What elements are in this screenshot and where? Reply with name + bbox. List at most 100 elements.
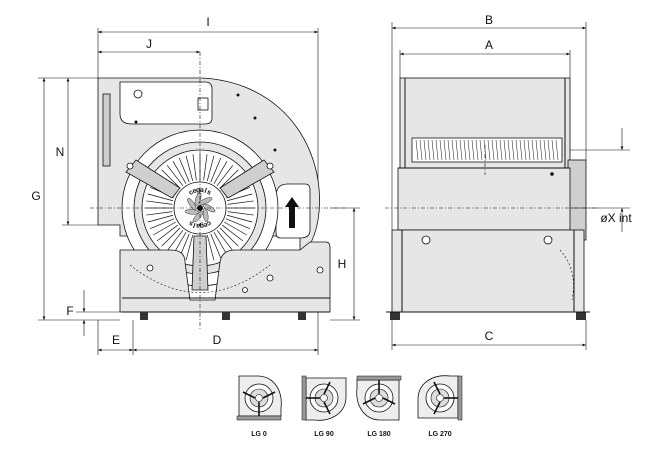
blade (419, 139, 423, 161)
blade (487, 139, 491, 161)
blade (415, 139, 419, 161)
motor-fin (156, 224, 178, 242)
motor-fin (166, 230, 184, 252)
blade (435, 139, 439, 161)
blade (507, 139, 511, 161)
motor-fin (161, 227, 181, 247)
orientation-labels: LG 0 LG 90 LG 180 LG 270 (251, 431, 452, 438)
blade (471, 139, 475, 161)
dim-label-G: G (31, 189, 40, 203)
blade (555, 139, 559, 161)
icon-hub (255, 394, 263, 402)
icon-arm (242, 391, 256, 399)
base-side (391, 229, 585, 313)
motor-fin (226, 193, 253, 202)
motor-fin (146, 200, 173, 205)
blade (499, 139, 503, 161)
arm-bolt (266, 162, 274, 170)
motor-fin (147, 214, 174, 223)
icon-arm (262, 391, 276, 399)
motor-fin (172, 161, 187, 184)
motor-brand-letter: l (193, 221, 197, 228)
motor-fin (222, 224, 244, 242)
motor-fin (224, 221, 247, 236)
impeller-strip (411, 137, 563, 163)
side-slot (102, 93, 111, 167)
mounting-plate (119, 81, 213, 125)
motor-band (397, 167, 571, 231)
blade (447, 139, 451, 161)
motor-fin (227, 211, 254, 216)
orientation-icons (236, 375, 463, 421)
rotation-arrow-icon (285, 197, 299, 228)
blade (455, 139, 459, 161)
motor-brand-letter: s (188, 219, 195, 227)
motor-fin (206, 155, 215, 182)
motor-fin (166, 164, 184, 186)
icon-arm (433, 401, 441, 415)
blade (439, 139, 443, 161)
orientation-icon (417, 375, 463, 421)
icon-arm (323, 381, 331, 395)
blade (479, 139, 483, 161)
blade (467, 139, 471, 161)
dim-label-B: B (485, 13, 493, 27)
orientation-icon (236, 375, 282, 421)
hub-blade (198, 197, 213, 205)
fixing-hole (133, 89, 143, 99)
hub-blade (184, 209, 200, 215)
motor-fin (185, 155, 194, 182)
dim-label-D: D (213, 333, 222, 347)
orientation-icon (356, 375, 402, 421)
blade (483, 139, 487, 161)
blade (523, 139, 527, 161)
motor-fin (226, 214, 253, 223)
motor-brand-letter: e (202, 221, 208, 229)
icon-arm (382, 397, 396, 405)
motor-fin (161, 169, 181, 189)
blade (491, 139, 495, 161)
orientation-icon (301, 375, 347, 421)
blade (427, 139, 431, 161)
icon-hub (320, 394, 328, 402)
blade (543, 139, 547, 161)
motor-brand-letter: a (196, 222, 201, 229)
icon-base (356, 375, 402, 381)
label-plate (197, 97, 209, 111)
blade (503, 139, 507, 161)
blade (551, 139, 555, 161)
orientation-label: LG 0 (251, 431, 267, 438)
icon-arm (323, 401, 331, 415)
motor-fin (185, 234, 194, 261)
motor-fin (225, 218, 251, 229)
blade (535, 139, 539, 161)
motor-fin (153, 221, 176, 236)
blade (459, 139, 463, 161)
dim-label-X: øX int (600, 211, 632, 225)
blade (547, 139, 551, 161)
motor-fin (203, 154, 208, 181)
blade (511, 139, 515, 161)
motor-brand-letter: g (196, 187, 201, 194)
motor-fin (227, 200, 254, 205)
motor-fin (219, 169, 239, 189)
motor-fin (210, 233, 221, 259)
blade (443, 139, 447, 161)
impeller-blades (415, 139, 559, 161)
orientation-label: LG 90 (314, 431, 334, 438)
blade (495, 139, 499, 161)
motor-fin (147, 193, 174, 202)
icon-base (457, 375, 463, 421)
motor-fin (219, 227, 239, 247)
icon-arm (362, 397, 376, 405)
dimension-lines: I J B A N G H F E (31, 13, 632, 355)
hub-fan-icon (184, 192, 216, 223)
orientation-label: LG 270 (428, 431, 451, 438)
blade (539, 139, 543, 161)
motor-fin (192, 154, 197, 181)
blade (531, 139, 535, 161)
motor-fin (206, 234, 215, 261)
icon-hub (375, 394, 383, 402)
